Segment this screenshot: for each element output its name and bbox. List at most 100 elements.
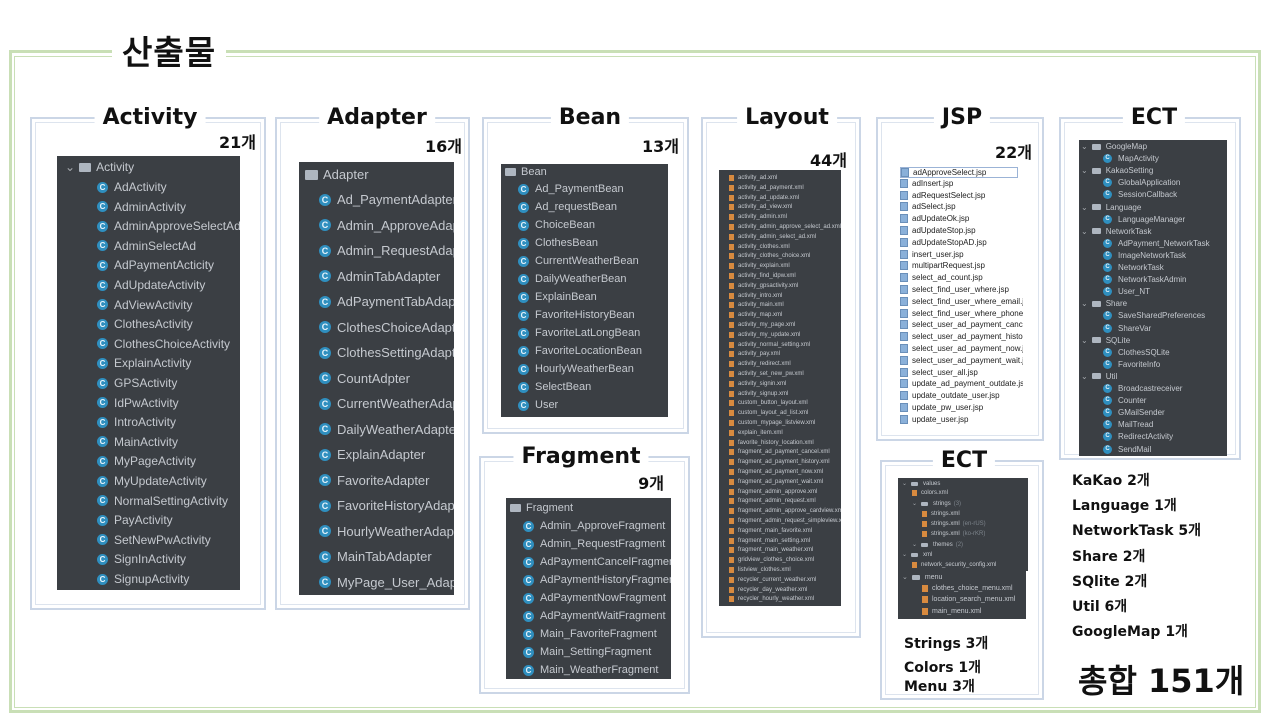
chevron-down-icon[interactable]: ⌄ bbox=[902, 552, 908, 559]
ect_pkg-rows-row-networktask[interactable]: ⌄NetworkTask bbox=[1081, 227, 1152, 236]
jsp-item-insert-user-jsp[interactable]: insert_user.jsp bbox=[900, 249, 964, 259]
jsp-item-adrequestselect-jsp[interactable]: adRequestSelect.jsp bbox=[900, 190, 985, 200]
jsp-item-adupdateok-jsp[interactable]: adUpdateOk.jsp bbox=[900, 214, 969, 224]
chevron-down-icon[interactable]: ⌄ bbox=[1081, 142, 1088, 151]
jsp-item-adselect-jsp[interactable]: adSelect.jsp bbox=[900, 202, 956, 212]
layout-item-activity-pay-xml[interactable]: activity_pay.xml bbox=[729, 351, 780, 358]
ect_res-rows-row-xml[interactable]: ⌄xml bbox=[902, 551, 932, 559]
ect_pkg-rows-row-util[interactable]: ⌄Util bbox=[1081, 372, 1117, 381]
layout-item-activity-redirect-xml[interactable]: activity_redirect.xml bbox=[729, 361, 791, 368]
chevron-down-icon[interactable]: ⌄ bbox=[1081, 166, 1088, 176]
ect_res-rows-row-strings-xml[interactable]: strings.xml(ko-rKR) bbox=[922, 531, 985, 537]
chevron-down-icon[interactable]: ⌄ bbox=[1081, 226, 1088, 236]
chevron-down-icon[interactable]: ⌄ bbox=[1081, 202, 1088, 212]
ect_res-rows-row-strings[interactable]: ⌄strings(3) bbox=[912, 500, 961, 508]
layout-item-favorite-history-location-xml[interactable]: favorite_history_location.xml bbox=[729, 439, 814, 446]
layout-item-activity-ad-update-xml[interactable]: activity_ad_update.xml bbox=[729, 194, 799, 201]
layout-item-activity-admin-xml[interactable]: activity_admin.xml bbox=[729, 214, 787, 221]
layout-item-activity-main-xml[interactable]: activity_main.xml bbox=[729, 302, 784, 309]
jsp-item-adupdatestopad-jsp[interactable]: adUpdateStopAD.jsp bbox=[900, 237, 987, 247]
adapter-item-clotheschoiceadapter[interactable]: CClothesChoiceAdapter bbox=[319, 320, 454, 335]
adapter-item-adpaymenttabadapter[interactable]: CAdPaymentTabAdapter bbox=[319, 294, 454, 309]
ect_pkg-rows-row-googlemap[interactable]: ⌄GoogleMap bbox=[1081, 142, 1147, 151]
ect_pkg-rows-row-sqlite[interactable]: ⌄SQLite bbox=[1081, 336, 1130, 345]
jsp-item-update-outdate-user-jsp[interactable]: update_outdate_user.jsp bbox=[900, 391, 1000, 401]
layout-item-activity-clothes-xml[interactable]: activity_clothes.xml bbox=[729, 243, 790, 250]
layout-item-activity-gpsactivity-xml[interactable]: activity_gpsactivity.xml bbox=[729, 282, 798, 289]
chevron-down-icon[interactable]: ⌄ bbox=[912, 501, 918, 508]
ect_res-rows-row-strings-xml[interactable]: strings.xml(en-rUS) bbox=[922, 520, 986, 527]
fragment-root-folder[interactable]: Fragment bbox=[510, 502, 573, 514]
jsp-item-adapproveselect-jsp[interactable]: adApproveSelect.jsp bbox=[900, 167, 1018, 178]
layout-item-fragment-main-setting-xml[interactable]: fragment_main_setting.xml bbox=[729, 537, 810, 544]
adapter-root-folder[interactable]: Adapter bbox=[305, 167, 369, 182]
adapter-item-favoritehistoryadapter[interactable]: CFavoriteHistoryAdapter bbox=[319, 498, 454, 513]
ect_res-rows-row-themes[interactable]: ⌄themes(2) bbox=[912, 541, 963, 549]
layout-item-activity-signup-xml[interactable]: activity_signup.xml bbox=[729, 390, 788, 397]
layout-item-activity-intro-xml[interactable]: activity_intro.xml bbox=[729, 292, 782, 299]
chevron-down-icon[interactable]: ⌄ bbox=[1081, 335, 1088, 345]
layout-item-explain-item-xml[interactable]: explain_item.xml bbox=[729, 429, 783, 436]
jsp-item-select-find-user-where-jsp[interactable]: select_find_user_where.jsp bbox=[900, 285, 1009, 294]
layout-item-activity-admin-select-ad-xml[interactable]: activity_admin_select_ad.xml bbox=[729, 233, 816, 240]
jsp-item-select-user-ad-payment-now-jsp[interactable]: select_user_ad_payment_now.jsp bbox=[900, 344, 1023, 353]
layout-item-activity-set-new-pw-xml[interactable]: activity_set_new_pw.xml bbox=[729, 371, 804, 377]
layout-item-activity-explain-xml[interactable]: activity_explain.xml bbox=[729, 263, 790, 270]
layout-item-fragment-main-favorite-xml[interactable]: fragment_main_favorite.xml bbox=[729, 527, 812, 534]
layout-item-fragment-admin-request-simpleview-xml[interactable]: fragment_admin_request_simpleview.xml bbox=[729, 518, 841, 524]
layout-item-fragment-main-weather-xml[interactable]: fragment_main_weather.xml bbox=[729, 547, 813, 554]
jsp-item-select-find-user-where-email-jsp[interactable]: select_find_user_where_email.jsp bbox=[900, 296, 1023, 306]
adapter-item-currentweatheradapter[interactable]: CCurrentWeatherAdapter bbox=[319, 396, 454, 411]
adapter-item-hourlyweatheradapter[interactable]: CHourlyWeatherAdapter bbox=[319, 524, 454, 539]
layout-item-activity-signin-xml[interactable]: activity_signin.xml bbox=[729, 380, 786, 387]
jsp-item-adupdatestop-jsp[interactable]: adUpdateStop.jsp bbox=[900, 226, 976, 235]
layout-item-activity-ad-payment-xml[interactable]: activity_ad_payment.xml bbox=[729, 184, 804, 191]
jsp-item-select-ad-count-jsp[interactable]: select_ad_count.jsp bbox=[900, 273, 983, 283]
chevron-down-icon[interactable]: ⌄ bbox=[1081, 299, 1088, 309]
layout-item-recycler-current-weather-xml[interactable]: recycler_current_weather.xml bbox=[729, 576, 816, 583]
layout-item-fragment-ad-payment-history-xml[interactable]: fragment_ad_payment_history.xml bbox=[729, 459, 830, 466]
